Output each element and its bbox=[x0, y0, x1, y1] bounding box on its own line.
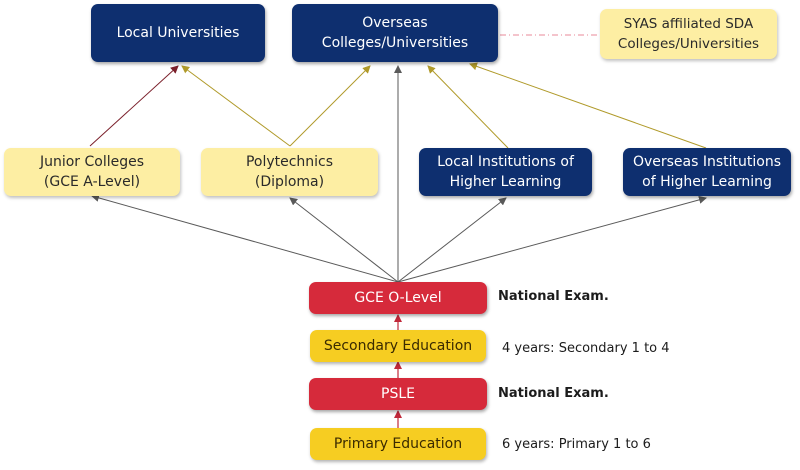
psle-box: PSLE bbox=[309, 378, 487, 410]
junior-colleges-box: Junior Colleges (GCE A-Level) bbox=[4, 148, 180, 196]
primary-years-label: 6 years: Primary 1 to 6 bbox=[502, 437, 651, 452]
arrow-olevel-to-overseas-institutions bbox=[397, 195, 707, 283]
arrow-local-institutions-to-overseas-universities bbox=[427, 65, 509, 149]
polytechnics-box: Polytechnics (Diploma) bbox=[201, 148, 378, 196]
local-institutions-box: Local Institutions of Higher Learning bbox=[419, 148, 592, 196]
olevel-national-exam-label: National Exam. bbox=[498, 289, 609, 304]
secondary-education-box: Secondary Education bbox=[310, 330, 486, 362]
arrow-polytechnics-to-local-universities bbox=[181, 65, 291, 147]
secondary-years-label: 4 years: Secondary 1 to 4 bbox=[502, 341, 670, 356]
local-universities-box: Local Universities bbox=[91, 4, 265, 62]
arrow-junior-colleges-to-local-universities bbox=[89, 65, 179, 147]
arrow-olevel-to-local-institutions bbox=[397, 197, 507, 283]
gce-olevel-box: GCE O-Level bbox=[309, 282, 487, 314]
primary-education-box: Primary Education bbox=[310, 428, 486, 460]
psle-national-exam-label: National Exam. bbox=[498, 386, 609, 401]
arrow-overseas-institutions-to-overseas-universities bbox=[469, 62, 707, 149]
overseas-universities-box: Overseas Colleges/Universities bbox=[292, 4, 498, 62]
arrow-olevel-to-polytechnics bbox=[289, 197, 399, 283]
overseas-institutions-box: Overseas Institutions of Higher Learning bbox=[623, 148, 791, 196]
syas-affiliated-box: SYAS affiliated SDA Colleges/Universitie… bbox=[600, 9, 777, 59]
arrow-polytechnics-to-overseas-universities bbox=[289, 65, 371, 147]
arrow-olevel-to-junior-colleges bbox=[91, 194, 399, 283]
